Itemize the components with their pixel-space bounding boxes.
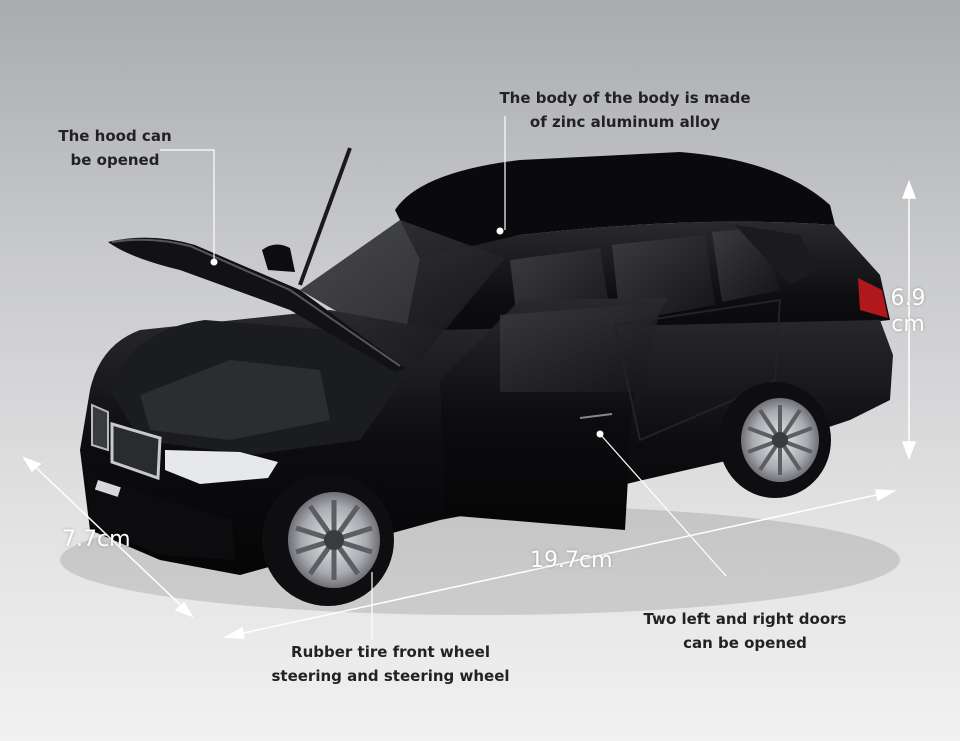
rear-wheel (719, 382, 831, 498)
dimension-length: 19.7cm (530, 548, 613, 573)
dimension-arrows (22, 179, 917, 639)
dimension-height-number: 6.9 (890, 286, 926, 311)
callout-tire: Rubber tire front wheel steering and ste… (258, 640, 523, 688)
callout-tire-line2: steering and steering wheel (271, 667, 510, 685)
windshield (300, 220, 505, 360)
callout-hood: The hood can be opened (50, 124, 180, 172)
dimension-height-unit: cm (891, 312, 925, 337)
callout-tire-line1: Rubber tire front wheel (291, 643, 490, 661)
callout-hood-line1: The hood can (58, 127, 172, 145)
front-wheel (262, 474, 394, 606)
callout-leaders (160, 116, 727, 640)
callout-body: The body of the body is made of zinc alu… (480, 86, 770, 134)
dimension-width: 7.7cm (62, 527, 131, 552)
callout-body-line1: The body of the body is made (499, 89, 751, 107)
callout-doors-line2: can be opened (683, 634, 807, 652)
callout-hood-line2: be opened (70, 151, 160, 169)
callout-body-line2: of zinc aluminum alloy (529, 113, 721, 131)
open-hood (108, 147, 405, 372)
callout-dots (210, 227, 604, 438)
callout-doors: Two left and right doors can be opened (630, 607, 860, 655)
open-front-door (440, 298, 668, 530)
callout-doors-line1: Two left and right doors (643, 610, 847, 628)
dimension-height: 6.9 cm (880, 286, 936, 338)
